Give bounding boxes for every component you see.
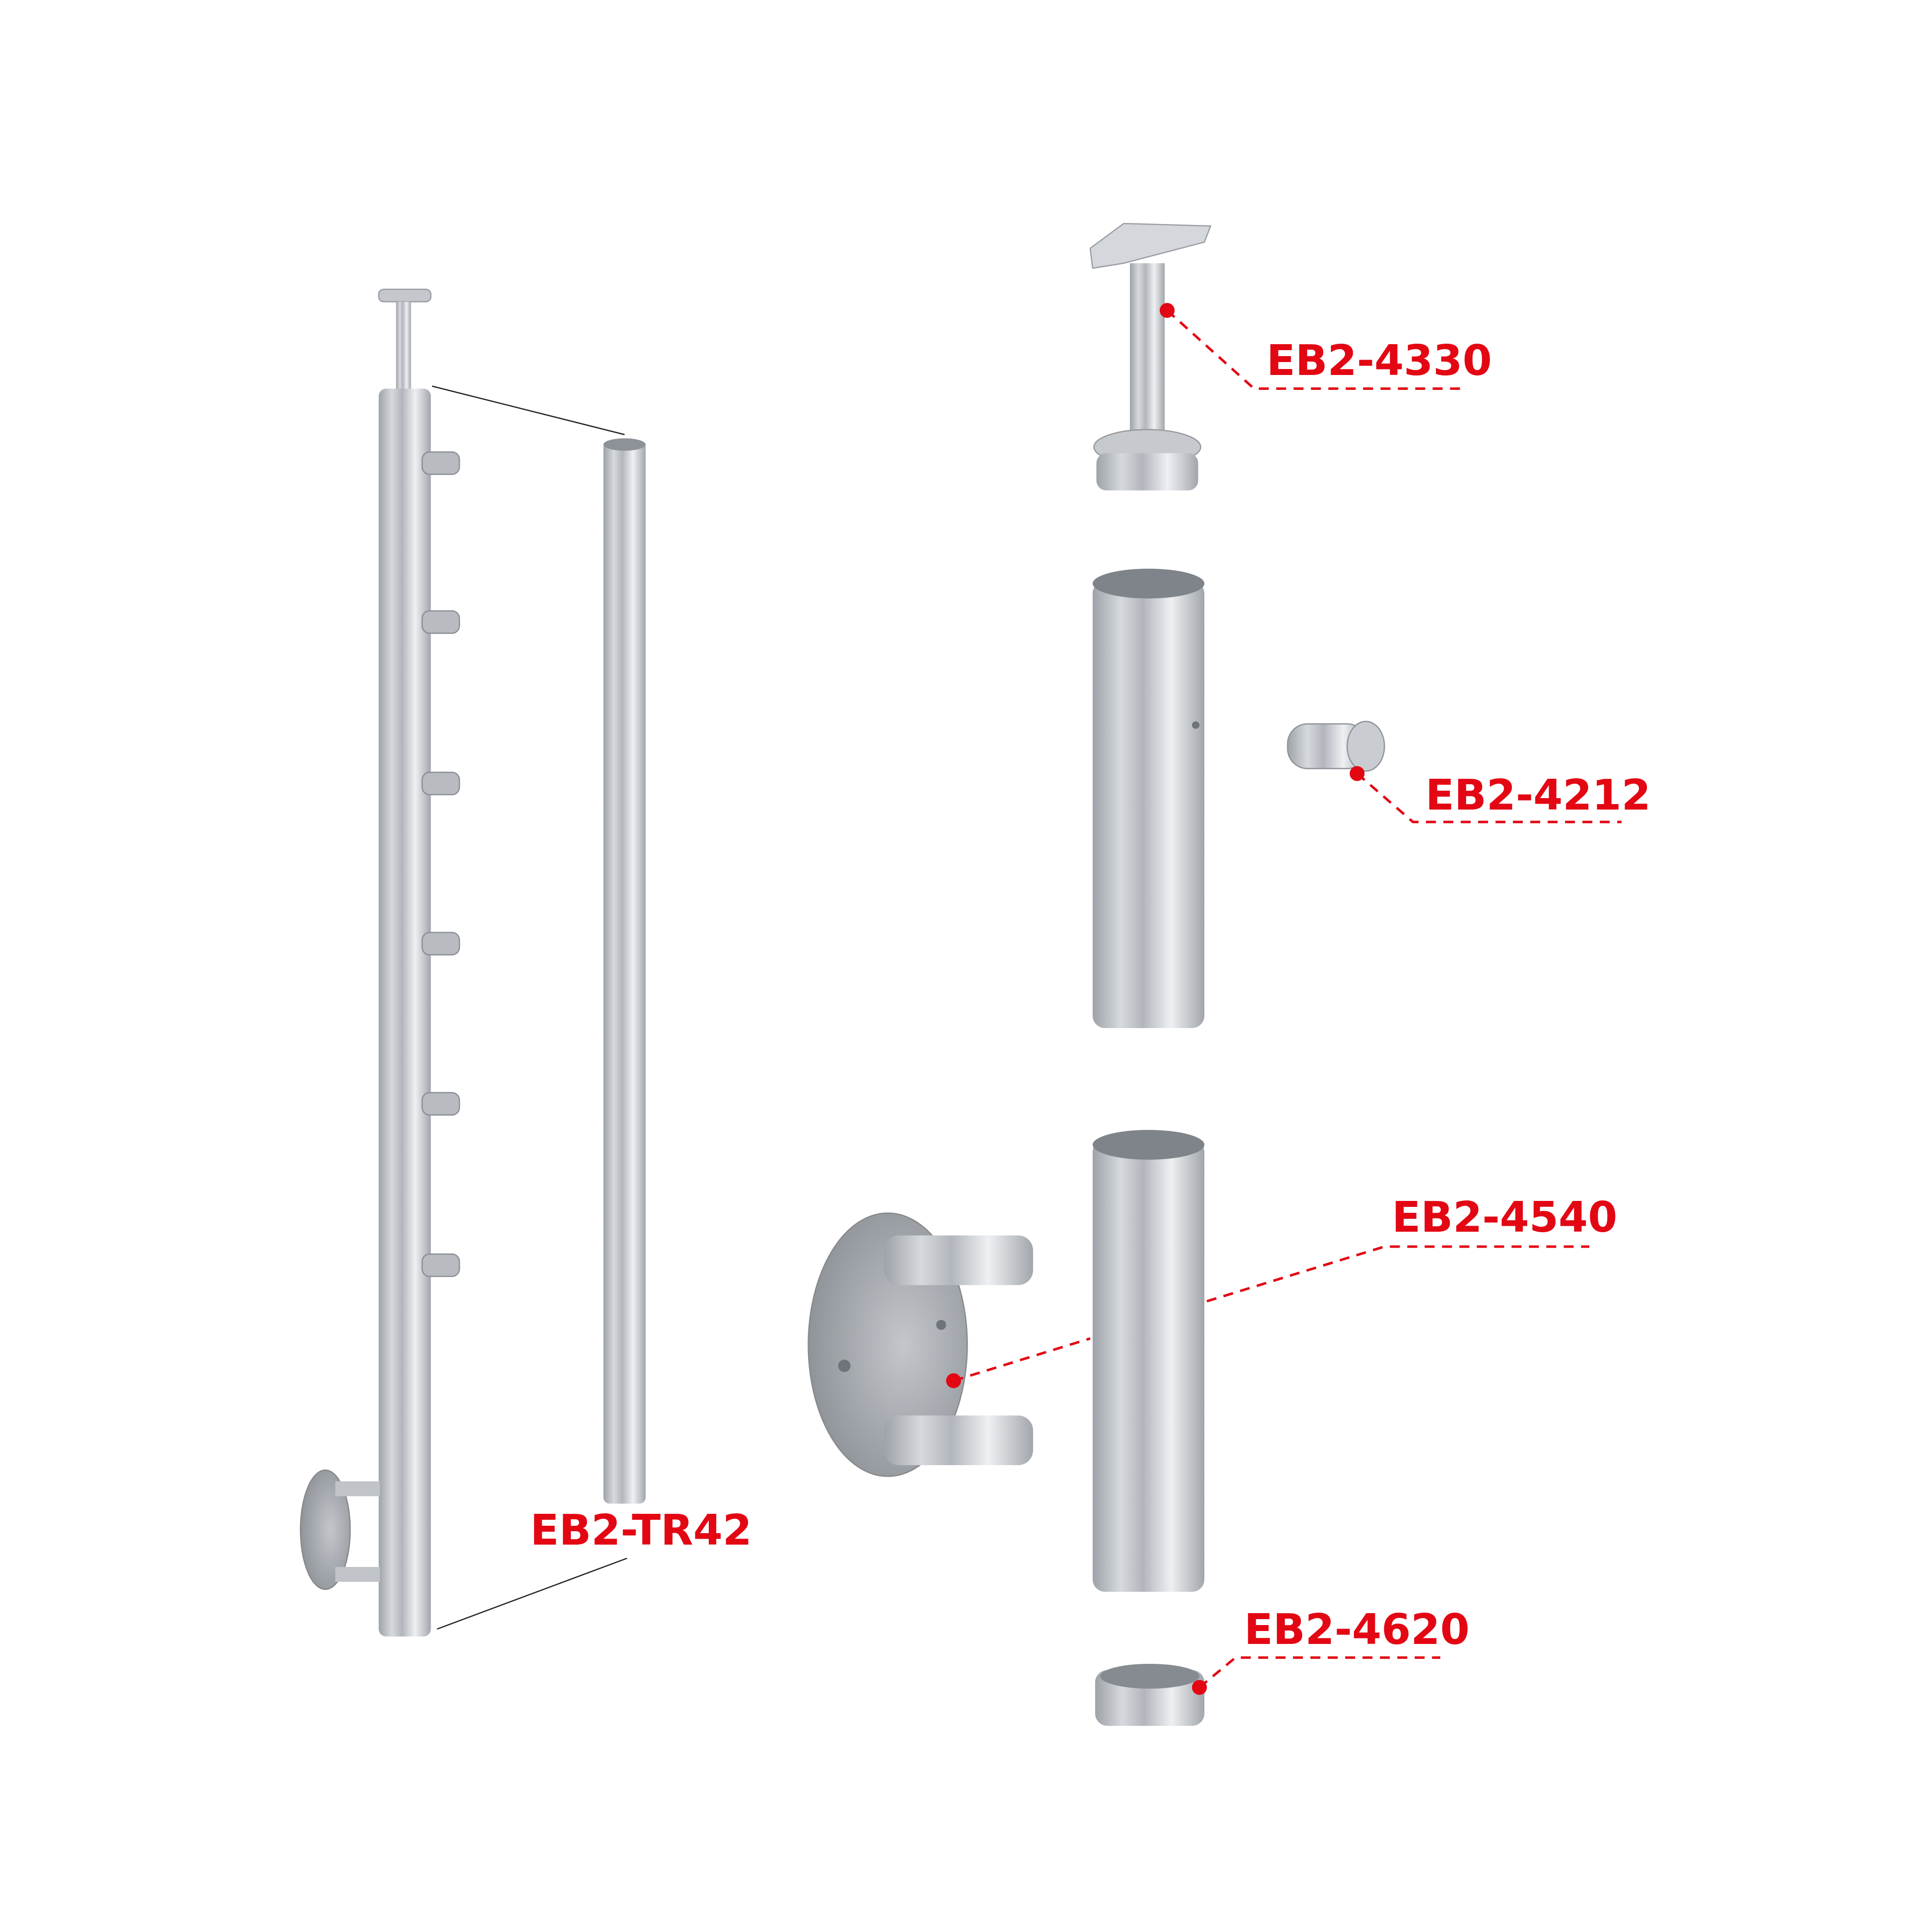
- callout-eb2-4540: EB2-4540: [946, 1193, 1617, 1388]
- callout-eb2-4212: EB2-4212: [1349, 766, 1651, 823]
- handrail-support-part: [1089, 223, 1212, 491]
- label-eb2-4540: EB2-4540: [1392, 1193, 1618, 1242]
- cable-holders: [421, 451, 460, 1277]
- leader-line-top: [432, 385, 625, 436]
- handrail-stem-small: [396, 301, 411, 389]
- callout-eb2-tr42: EB2-TR42: [530, 1506, 752, 1555]
- label-eb2-4620: EB2-4620: [1244, 1605, 1470, 1654]
- cable-holder-part: [1287, 721, 1385, 772]
- label-eb2-4212: EB2-4212: [1425, 771, 1651, 820]
- wall-flange-small: [299, 1469, 351, 1590]
- handrail-saddle-small: [378, 289, 432, 302]
- label-eb2-tr42: EB2-TR42: [530, 1506, 752, 1555]
- label-eb2-4330: EB2-4330: [1266, 336, 1492, 385]
- post-body: [378, 388, 431, 1636]
- lower-tube-section: [1093, 1130, 1204, 1592]
- base-flange-part: [808, 1212, 1033, 1477]
- end-cap-part: [1095, 1664, 1204, 1726]
- assembled-post: [299, 289, 460, 1636]
- callout-eb2-4330: EB2-4330: [1160, 303, 1492, 390]
- leader-line-bottom: [437, 1558, 627, 1630]
- post-tube: [603, 438, 646, 1504]
- callout-eb2-4620: EB2-4620: [1192, 1605, 1470, 1695]
- upper-tube-section: [1093, 569, 1204, 1028]
